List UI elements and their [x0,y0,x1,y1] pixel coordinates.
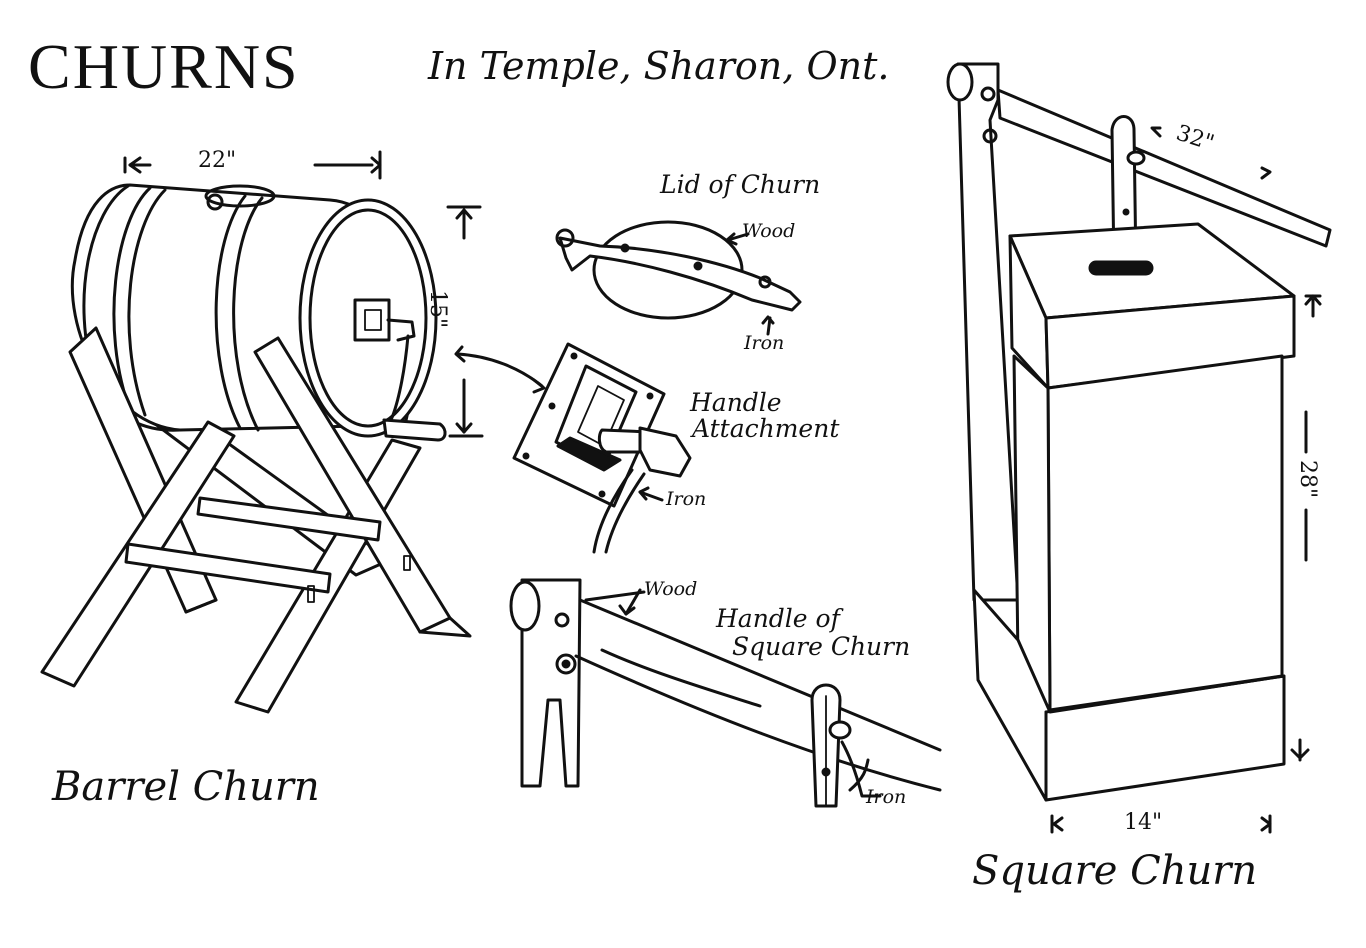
barrel-churn-drawing [40,150,484,714]
handle-square-caption-1: Handle of [716,604,840,633]
handle-square-caption-2: Square Churn [732,632,911,661]
handle-square-wood-label: Wood [644,578,698,600]
square-churn-drawing [946,62,1332,834]
lid-iron-label: Iron [744,332,785,354]
handle-square-iron-label: Iron [866,786,907,808]
page-subtitle: In Temple, Sharon, Ont. [428,44,890,88]
handle-attachment-caption-2: Attachment [692,414,840,443]
lid-wood-label: Wood [742,220,796,242]
handle-attachment-caption-1: Handle [690,388,782,417]
barrel-height-dimension: 15" [425,290,450,329]
square-width-dimension: 14" [1124,810,1163,835]
handle-attachment-drawing [512,342,692,554]
barrel-churn-caption: Barrel Churn [52,764,320,810]
handle-attachment-iron-label: Iron [666,488,707,510]
lid-caption: Lid of Churn [660,170,821,199]
connector-arrow [456,352,544,388]
handle-square-drawing [509,578,942,808]
square-churn-caption: Square Churn [972,848,1258,894]
page-title: CHURNS [28,31,300,102]
lid-drawing [555,220,802,336]
barrel-width-dimension: 22" [198,148,237,173]
square-height-dimension: 28" [1295,460,1320,499]
